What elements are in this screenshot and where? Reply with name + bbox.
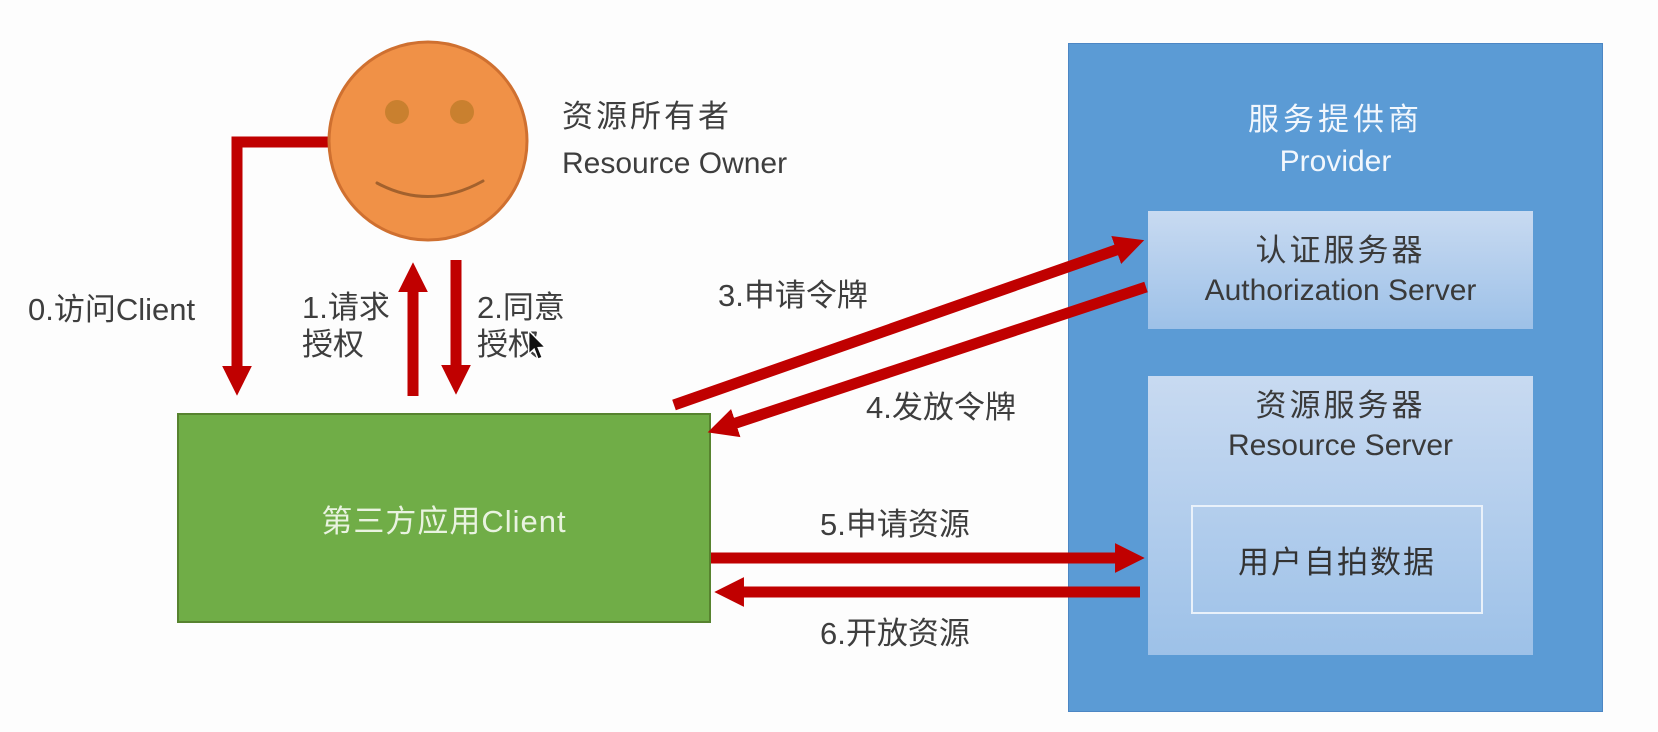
resource-owner-label-zh: 资源所有者: [562, 99, 732, 134]
user-selfie-data-box: 用户自拍数据: [1191, 505, 1483, 614]
smile-icon: [375, 179, 485, 198]
arrow-3-apply-token: [672, 235, 1145, 411]
client-box: 第三方应用Client: [177, 413, 711, 623]
right-eye-icon: [450, 100, 474, 124]
authorization-server-label-zh: 认证服务器: [1255, 233, 1426, 268]
resource-owner-avatar: [327, 40, 529, 242]
mouse-cursor: [527, 329, 548, 361]
provider-panel: 服务提供商 Provider 认证服务器 Authorization Serve…: [1068, 43, 1603, 712]
authorization-server-label-en: Authorization Server: [1204, 274, 1477, 307]
resource-server-box: 资源服务器 Resource Server 用户自拍数据: [1148, 376, 1533, 655]
face-icon: [327, 40, 529, 242]
flow-3-label: 3.申请令牌: [718, 278, 868, 313]
flow-2-label: 2.同意 授权: [477, 290, 565, 362]
user-selfie-data-label: 用户自拍数据: [1238, 545, 1436, 580]
flow-5-label: 5.申请资源: [820, 507, 970, 542]
resource-server-label-zh: 资源服务器: [1255, 388, 1426, 423]
flow-4-label: 4.发放令牌: [866, 390, 1016, 425]
provider-label-en: Provider: [1279, 145, 1392, 178]
authorization-server-box: 认证服务器 Authorization Server: [1148, 211, 1533, 329]
flow-6-label: 6.开放资源: [820, 616, 970, 651]
resource-owner-label-en: Resource Owner: [562, 147, 788, 180]
provider-label-zh: 服务提供商: [1248, 102, 1423, 137]
flow-0-label: 0.访问Client: [28, 292, 196, 327]
left-eye-icon: [385, 100, 409, 124]
flow-1-label: 1.请求 授权: [302, 290, 390, 362]
resource-server-label-en: Resource Server: [1227, 429, 1454, 462]
client-label: 第三方应用Client: [321, 503, 567, 539]
